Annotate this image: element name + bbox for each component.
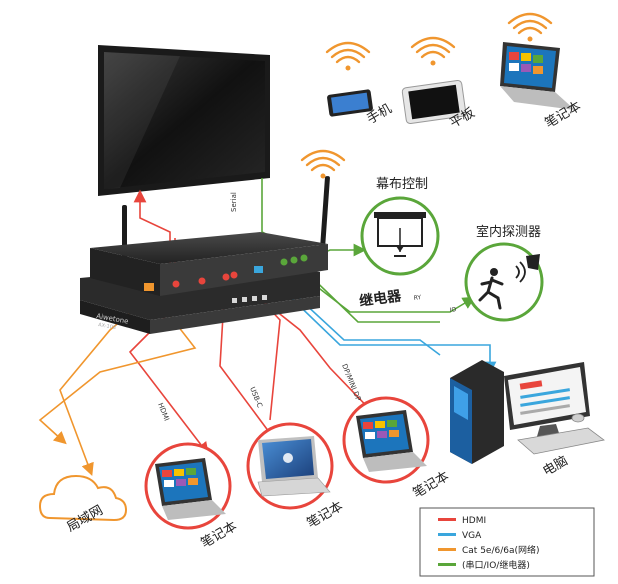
io-label: IO	[449, 306, 457, 314]
laptop-icon-top	[500, 42, 575, 110]
legend-label-1: VGA	[462, 531, 482, 541]
legend-swatch-1	[438, 533, 456, 536]
control-port-3	[300, 254, 308, 262]
computer-label: 电脑	[541, 453, 571, 479]
wifi-icon-laptop	[507, 12, 553, 42]
screen-control-title: 幕布控制	[376, 177, 428, 192]
hdmi-port-4	[230, 271, 238, 279]
legend-label-0: HDMI	[462, 516, 486, 526]
computer-icon	[450, 360, 605, 464]
model-label: AX-108	[98, 322, 117, 331]
phone-icon	[327, 89, 373, 117]
wifi-icon-device	[300, 149, 346, 179]
control-port-2	[290, 256, 298, 264]
sensor-title: 室内探测器	[476, 224, 541, 240]
laptop-node-left	[144, 442, 232, 530]
serial-label: Serial	[230, 192, 238, 212]
tablet-icon	[401, 80, 467, 124]
control-port-1	[280, 258, 288, 266]
hdmi-port-2	[198, 277, 206, 285]
wifi-icon-tablet	[410, 36, 456, 66]
legend-label-2: Cat 5e/6/6a(网络)	[462, 544, 540, 556]
usbc-cable-label: USB-C	[248, 386, 264, 409]
hdmi-cable-label: HDMI	[156, 402, 170, 422]
relay-label: 继电器	[358, 287, 403, 310]
legend-swatch-3	[438, 563, 456, 566]
legend-swatch-2	[438, 548, 456, 551]
lan-cloud-icon	[38, 474, 128, 522]
sensor-node	[464, 242, 544, 322]
hdmi-port-1	[172, 280, 180, 288]
network-port	[144, 283, 154, 291]
legend: HDMI VGA Cat 5e/6/6a(网络) (串口/IO/继电器)	[419, 507, 595, 577]
ry-label: RY	[413, 294, 422, 302]
wifi-icon-phone	[325, 41, 371, 71]
hdmi-port-3	[222, 273, 230, 281]
av-switcher-device: Aiwetone AX-108	[80, 176, 330, 334]
laptop-node-mid	[246, 422, 334, 510]
tv-display	[98, 45, 270, 196]
laptop-node-right	[342, 396, 430, 484]
laptop-label-bottom-right: 笔记本	[410, 468, 452, 501]
legend-swatch-0	[438, 518, 456, 521]
screen-control-node	[360, 196, 440, 276]
vga-port	[254, 266, 263, 273]
legend-label-3: (串口/IO/继电器)	[462, 559, 530, 571]
